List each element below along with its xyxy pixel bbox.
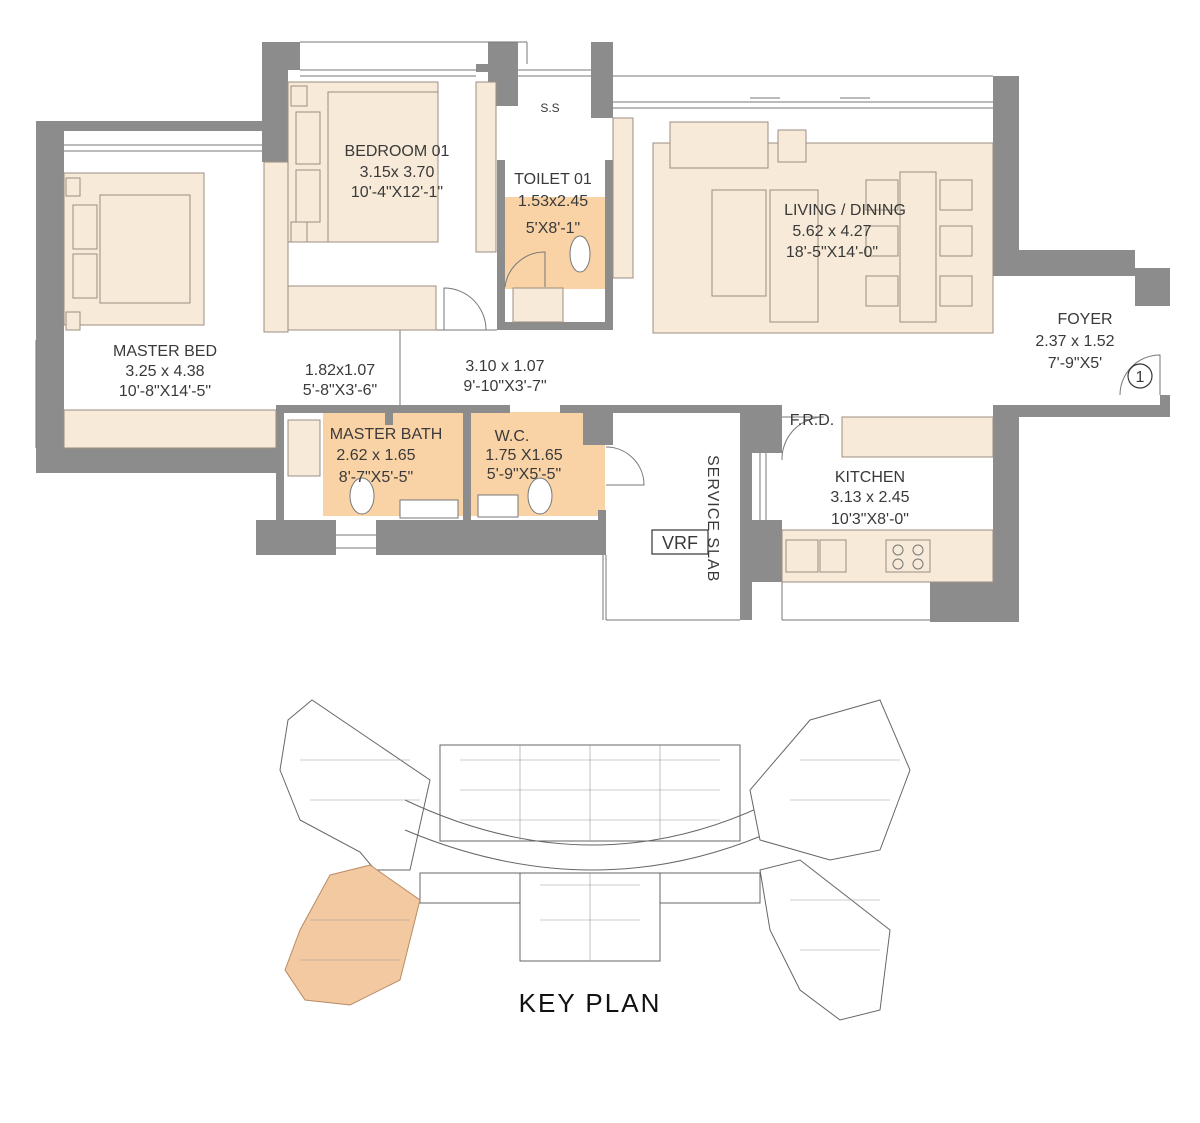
living-imperial: 18'-5"X14'-0" [786, 244, 878, 261]
window-lines [35, 41, 993, 621]
foyer-metric: 2.37 x 1.52 [1035, 333, 1114, 350]
foyer-imperial: 7'-9"X5' [1048, 355, 1102, 372]
master-bath-imperial: 8'-7"X5'-5" [339, 469, 413, 486]
passage1-metric: 1.82x1.07 [305, 362, 375, 379]
toilet01-metric: 1.53x2.45 [518, 193, 588, 210]
living-name: LIVING / DINING [784, 202, 906, 219]
master-bath-floor [323, 412, 463, 516]
passage2-imperial: 9'-10"X3'-7" [463, 378, 546, 395]
master-bath-metric: 2.62 x 1.65 [336, 447, 415, 464]
vrf-label: VRF [662, 533, 698, 553]
kitchen-name: KITCHEN [835, 469, 905, 486]
master-bed-name: MASTER BED [113, 343, 217, 360]
key-plan-title: KEY PLAN [519, 988, 662, 1018]
bedroom01-name: BEDROOM 01 [345, 143, 450, 160]
doors [443, 251, 1161, 486]
bedroom01-imperial: 10'-4"X12'-1" [351, 184, 443, 201]
toilet01-imperial: 5'X8'-1" [526, 220, 580, 237]
bedroom01-metric: 3.15x 3.70 [360, 164, 435, 181]
frd-label: F.R.D. [790, 412, 834, 429]
service-slab-label: SERVICE SLAB [704, 455, 721, 582]
master-bed-metric: 3.25 x 4.38 [125, 363, 204, 380]
toilet01-name: TOILET 01 [514, 171, 592, 188]
kitchen-imperial: 10'3"X8'-0" [831, 511, 909, 528]
foyer-name: FOYER [1057, 311, 1112, 328]
entrance-number: 1 [1136, 369, 1145, 386]
entrance-number-circle [1127, 363, 1153, 389]
living-metric: 5.62 x 4.27 [792, 223, 871, 240]
passage2-metric: 3.10 x 1.07 [465, 358, 544, 375]
room-labels: S.S BEDROOM 01 3.15x 3.70 10'-4"X12'-1" … [113, 101, 1115, 582]
key-plan-lower-right-wing [759, 859, 891, 1021]
master-bath-name: MASTER BATH [330, 426, 443, 443]
master-bed-imperial: 10'-8"X14'-5" [119, 383, 211, 400]
wc-metric: 1.75 X1.65 [485, 447, 563, 464]
ss-label: S.S [540, 101, 559, 115]
passage1-imperial: 5'-8"X3'-6" [303, 382, 377, 399]
walls [36, 42, 1170, 622]
kitchen-metric: 3.13 x 2.45 [830, 489, 909, 506]
wc-imperial: 5'-9"X5'-5" [487, 466, 561, 483]
key-plan-upper-right-wing [749, 699, 911, 861]
key-plan-upper-left-wing [279, 699, 431, 871]
wc-name: W.C. [495, 428, 530, 445]
key-plan-highlighted-unit [284, 864, 421, 1006]
furniture [63, 81, 994, 583]
vrf-box [651, 529, 709, 555]
toilet01-floor [505, 197, 605, 289]
key-plan: KEY PLAN [279, 699, 911, 1021]
